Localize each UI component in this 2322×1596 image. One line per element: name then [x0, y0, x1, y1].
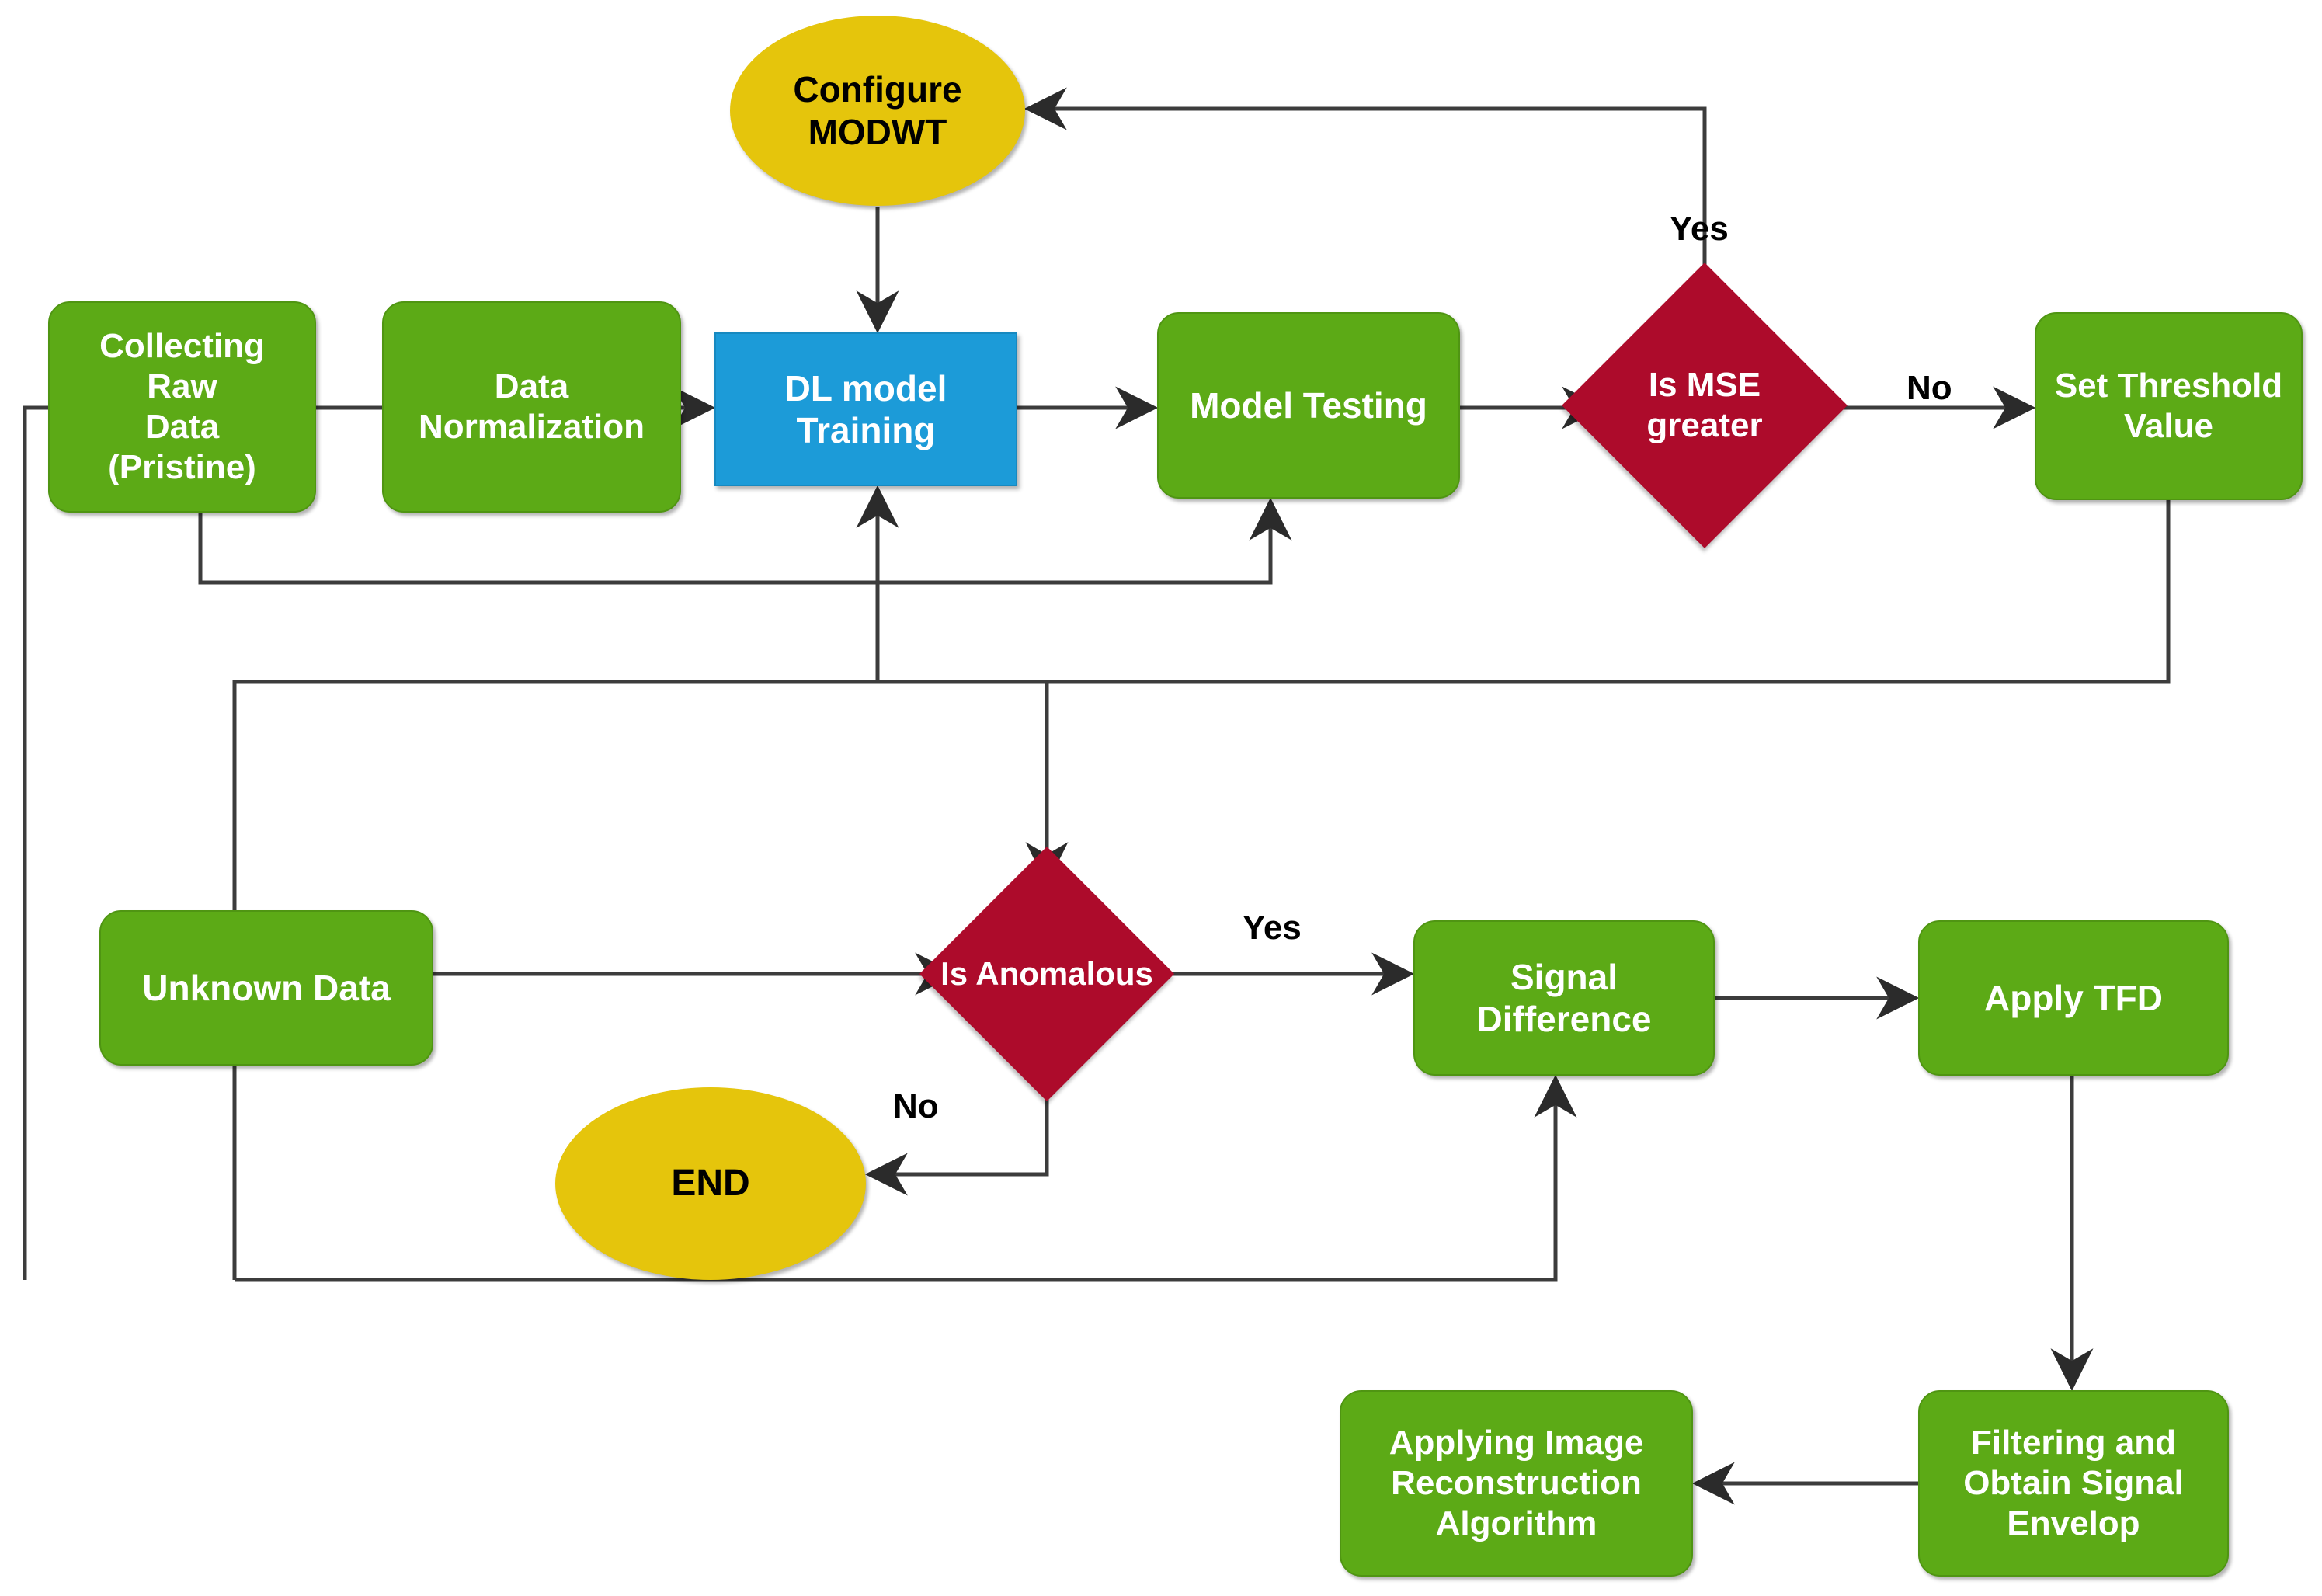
node-label: Is MSE greater — [1646, 366, 1763, 444]
node-collecting-raw-data[interactable]: Collecting Raw Data (Pristine) — [48, 301, 316, 513]
node-unknown-data[interactable]: Unknown Data — [99, 910, 433, 1066]
node-set-threshold-value[interactable]: Set Threshold Value — [2035, 312, 2303, 500]
edge-bottombus-to-signaldiff — [235, 1074, 1577, 1282]
node-applying-image-reconstruction-algorithm[interactable]: Applying Image Reconstruction Algorithm — [1340, 1390, 1693, 1577]
node-dl-model-training[interactable]: DL model Training — [714, 332, 1017, 486]
node-label: Is Anomalous — [940, 955, 1153, 993]
edge-collecting-to-modeltesting — [198, 497, 1292, 585]
node-data-normalization[interactable]: Data Normalization — [382, 301, 681, 513]
node-end[interactable]: END — [555, 1087, 866, 1280]
edge-returnbus-to-collecting — [23, 405, 48, 1280]
node-model-testing[interactable]: Model Testing — [1157, 312, 1460, 499]
edge-ismse-yes-to-modwt — [1024, 87, 1707, 304]
edge-setthreshold-to-isanomalous — [1025, 500, 2171, 885]
node-filtering-obtain-signal-envelop[interactable]: Filtering and Obtain Signal Envelop — [1918, 1390, 2229, 1577]
edge-label-anomalous-no: No — [893, 1087, 939, 1125]
edge-bus-left-down — [232, 680, 1047, 1280]
edge-label-anomalous-yes: Yes — [1243, 909, 1302, 947]
node-signal-difference[interactable]: Signal Difference — [1413, 920, 1715, 1076]
node-is-anomalous[interactable]: Is Anomalous — [919, 846, 1175, 1102]
edge-label-mse-no: No — [1907, 369, 1952, 407]
node-configure-modwt[interactable]: Configure MODWT — [730, 16, 1025, 206]
node-apply-tfd[interactable]: Apply TFD — [1918, 920, 2229, 1076]
node-is-mse-greater[interactable]: Is MSE greater — [1562, 263, 1848, 548]
edge-label-mse-yes: Yes — [1670, 210, 1729, 248]
